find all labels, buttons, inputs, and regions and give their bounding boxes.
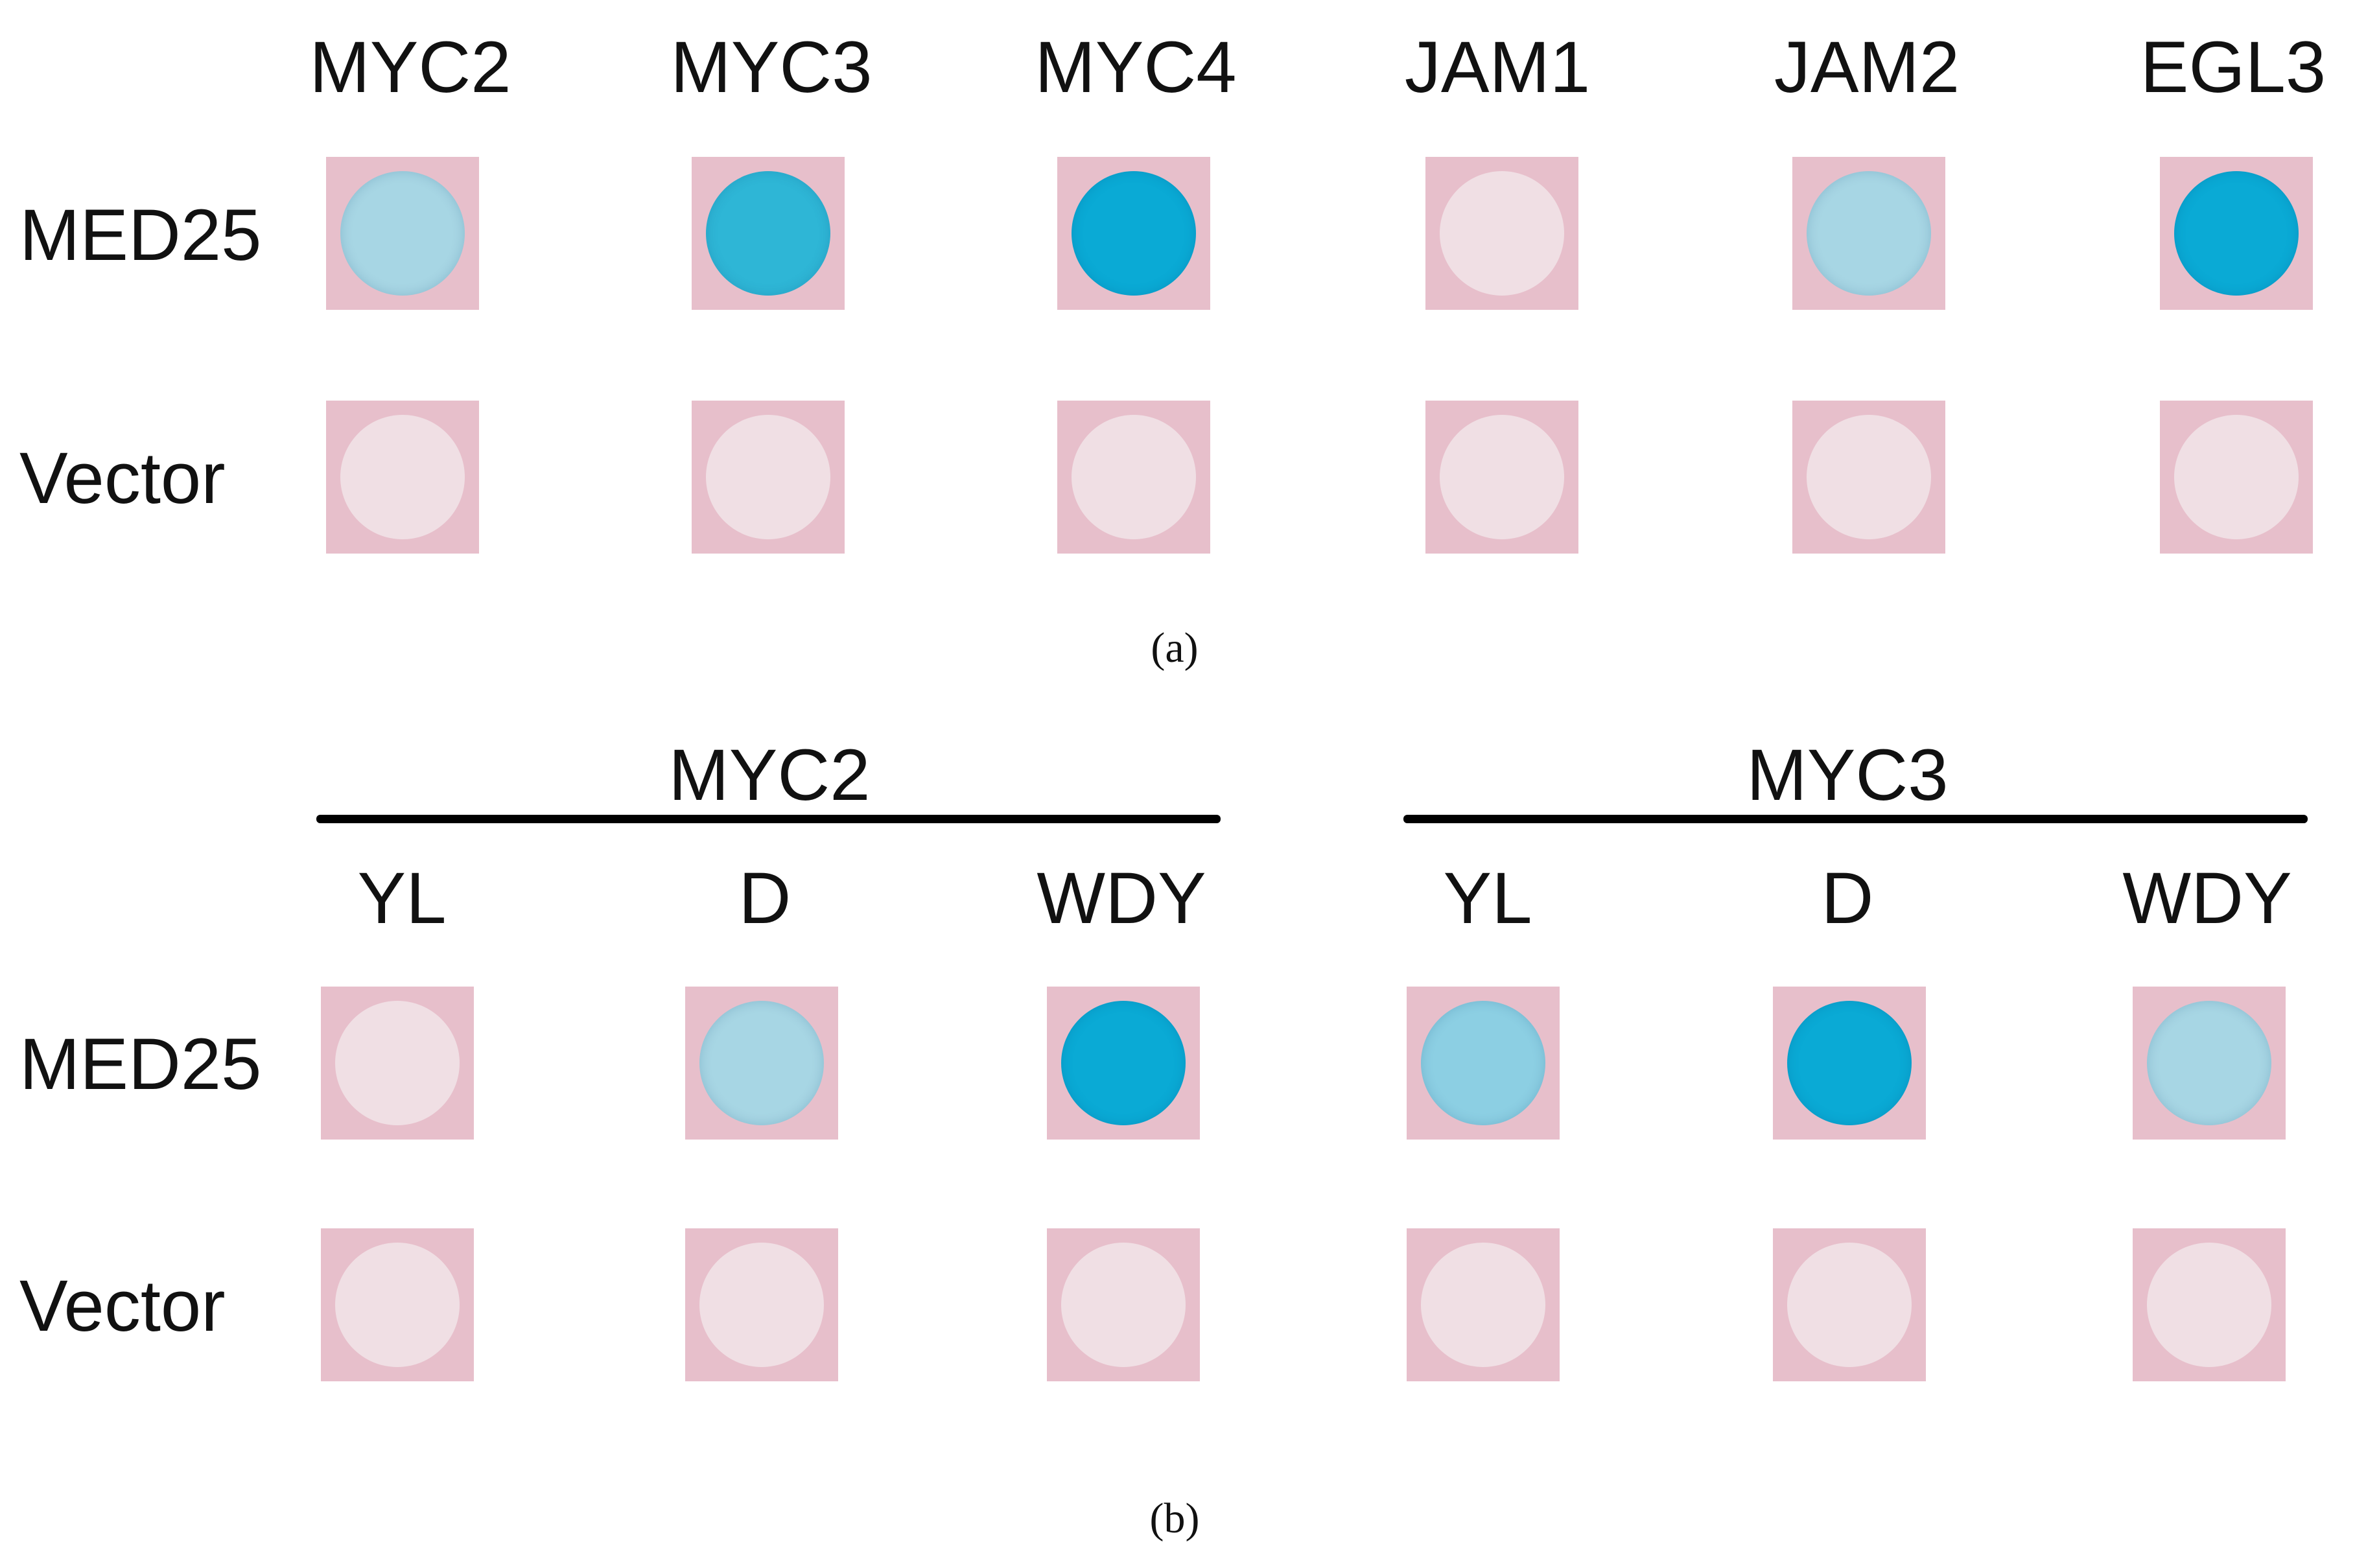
yeast-spot-tile xyxy=(1057,157,1210,310)
yeast-spot-tile xyxy=(321,1228,474,1381)
panel-b-group-bracket xyxy=(1403,815,2308,823)
yeast-spot-tile xyxy=(1773,987,1926,1140)
yeast-colony-spot xyxy=(1061,1243,1186,1367)
yeast-spot-tile xyxy=(2160,401,2313,554)
yeast-spot-tile xyxy=(1057,401,1210,554)
panel-a-column-label: JAM1 xyxy=(1404,27,1591,108)
yeast-spot-tile xyxy=(1773,1228,1926,1381)
panel-a-column-label: MYC3 xyxy=(670,27,873,108)
yeast-colony-spot xyxy=(706,171,830,296)
yeast-spot-tile xyxy=(321,987,474,1140)
panel-a-column-label: MYC2 xyxy=(309,27,511,108)
panel-b-column-label: WDY xyxy=(2122,858,2292,939)
panel-b-group-bracket xyxy=(316,815,1221,823)
panel-b-column-label: D xyxy=(1821,858,1874,939)
panel-b-row-label: Vector xyxy=(19,1265,226,1346)
panel-b-row-label: MED25 xyxy=(19,1024,262,1105)
yeast-spot-tile xyxy=(2133,987,2286,1140)
yeast-colony-spot xyxy=(1807,415,1931,539)
panel-b-group-label: MYC3 xyxy=(1746,734,1949,815)
panel-b-column-label: YL xyxy=(357,858,447,939)
yeast-colony-spot xyxy=(335,1243,460,1367)
yeast-spot-tile xyxy=(1425,401,1578,554)
yeast-spot-tile xyxy=(685,1228,838,1381)
yeast-spot-tile xyxy=(685,987,838,1140)
yeast-colony-spot xyxy=(2174,171,2299,296)
panel-b-caption: (b) xyxy=(1149,1495,1200,1542)
yeast-colony-spot xyxy=(340,171,465,296)
yeast-spot-tile xyxy=(692,401,845,554)
yeast-spot-tile xyxy=(1425,157,1578,310)
yeast-colony-spot xyxy=(1421,1243,1545,1367)
yeast-colony-spot xyxy=(699,1001,824,1125)
yeast-spot-tile xyxy=(1792,157,1945,310)
yeast-spot-tile xyxy=(326,157,479,310)
yeast-spot-tile xyxy=(1792,401,1945,554)
yeast-colony-spot xyxy=(1072,171,1196,296)
panel-a-column-label: EGL3 xyxy=(2140,27,2326,108)
yeast-colony-spot xyxy=(706,415,830,539)
yeast-spot-tile xyxy=(326,401,479,554)
yeast-colony-spot xyxy=(2174,415,2299,539)
yeast-colony-spot xyxy=(1787,1001,1912,1125)
yeast-spot-tile xyxy=(2160,157,2313,310)
yeast-colony-spot xyxy=(1787,1243,1912,1367)
yeast-spot-tile xyxy=(2133,1228,2286,1381)
panel-a-column-label: MYC4 xyxy=(1035,27,1237,108)
yeast-spot-tile xyxy=(1047,1228,1200,1381)
panel-a-caption: (a) xyxy=(1151,624,1199,672)
panel-b-column-label: D xyxy=(738,858,791,939)
yeast-spot-tile xyxy=(1407,987,1560,1140)
yeast-colony-spot xyxy=(340,415,465,539)
panel-a-row-label: Vector xyxy=(19,438,226,519)
yeast-colony-spot xyxy=(1061,1001,1186,1125)
yeast-spot-tile xyxy=(1047,987,1200,1140)
yeast-spot-tile xyxy=(692,157,845,310)
yeast-colony-spot xyxy=(1807,171,1931,296)
panel-b-column-label: WDY xyxy=(1037,858,1206,939)
panel-a-row-label: MED25 xyxy=(19,194,262,275)
yeast-colony-spot xyxy=(1072,415,1196,539)
yeast-colony-spot xyxy=(2147,1001,2271,1125)
yeast-colony-spot xyxy=(1440,171,1564,296)
yeast-spot-tile xyxy=(1407,1228,1560,1381)
panel-b-column-label: YL xyxy=(1443,858,1532,939)
yeast-colony-spot xyxy=(2147,1243,2271,1367)
panel-a-column-label: JAM2 xyxy=(1774,27,1960,108)
yeast-colony-spot xyxy=(1440,415,1564,539)
panel-b-group-label: MYC2 xyxy=(668,734,871,815)
yeast-colony-spot xyxy=(1421,1001,1545,1125)
yeast-colony-spot xyxy=(335,1001,460,1125)
yeast-colony-spot xyxy=(699,1243,824,1367)
